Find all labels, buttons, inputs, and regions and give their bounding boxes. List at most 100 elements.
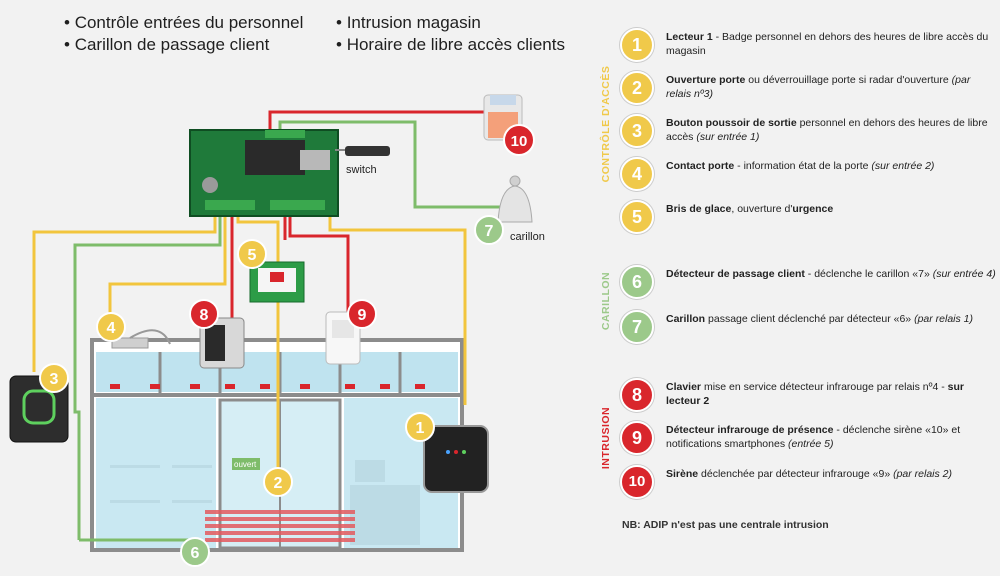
controller-board	[189, 129, 339, 217]
legend-bold: Clavier	[666, 381, 702, 393]
legend-plain: passage client déclenché par détecteur «…	[705, 313, 915, 325]
door-radar-beams	[205, 510, 355, 542]
legend-plain: - information état de la porte	[734, 160, 872, 172]
svg-text:10: 10	[511, 133, 528, 150]
legend-italic: (sur entrée 2)	[871, 160, 935, 172]
badge-5: 5	[237, 239, 267, 269]
legend-italic: (sur entrée 4)	[932, 268, 996, 280]
badge-reader-1	[423, 425, 489, 493]
section-intrusion-label: INTRUSION	[600, 406, 612, 470]
diagram-badges: 1 2 3 4 5 6 7 8 9 10	[39, 124, 535, 567]
badge-6: 6	[180, 537, 210, 567]
legend-number: 2	[620, 71, 654, 105]
svg-text:1: 1	[416, 420, 425, 437]
bullets-right: Intrusion magasin Horaire de libre accès…	[336, 12, 565, 56]
svg-text:4: 4	[107, 320, 116, 337]
legend-plain: - déclenche le carillon «7»	[804, 268, 933, 280]
legend-description: Détecteur de passage client - déclenche …	[666, 267, 996, 281]
bullet-item: Intrusion magasin	[336, 12, 565, 34]
legend-item-4: 4 Contact porte - information état de la …	[620, 157, 995, 197]
badge-2: 2	[263, 467, 293, 497]
legend-description: Sirène déclenchée par détecteur infrarou…	[666, 467, 996, 481]
legend-number: 1	[620, 28, 654, 62]
legend-description: Clavier mise en service détecteur infrar…	[666, 380, 996, 408]
legend-item-2: 2 Ouverture porte ou déverrouillage porte…	[620, 71, 995, 111]
legend-item-10: 10 Sirène déclenchée par détecteur infrar…	[620, 465, 995, 505]
svg-text:9: 9	[358, 307, 367, 324]
legend-item-8: 8 Clavier mise en service détecteur infra…	[620, 378, 995, 418]
badge-10: 10	[503, 124, 535, 156]
bullet-item: Horaire de libre accès clients	[336, 34, 565, 56]
legend-number: 5	[620, 200, 654, 234]
switch-label: switch	[346, 164, 377, 176]
legend-description: Contact porte - information état de la p…	[666, 159, 996, 173]
legend-bold-extra: urgence	[792, 203, 834, 215]
svg-text:3: 3	[50, 371, 59, 388]
legend-description: Ouverture porte ou déverrouillage porte …	[666, 73, 996, 101]
legend-item-5: 5 Bris de glace, ouverture d'urgence	[620, 200, 995, 240]
legend-description: Détecteur infrarouge de présence - décle…	[666, 423, 996, 451]
badge-4: 4	[96, 312, 126, 342]
note: NB: ADIP n'est pas une centrale intrusio…	[622, 519, 829, 531]
legend-description: Bouton poussoir de sortie personnel en d…	[666, 116, 996, 144]
legend-bold: Bouton poussoir de sortie	[666, 117, 797, 129]
break-glass-device	[249, 261, 305, 303]
legend-bold: Contact porte	[666, 160, 735, 172]
badge-9: 9	[347, 299, 377, 329]
legend-item-6: 6 Détecteur de passage client - déclenche…	[620, 265, 996, 305]
legend-description: Carillon passage client déclenché par dé…	[666, 312, 996, 326]
legend-number: 3	[620, 114, 654, 148]
legend-item-3: 3 Bouton poussoir de sortie personnel en …	[620, 114, 995, 154]
legend-number: 10	[620, 465, 654, 499]
legend-italic: (par relais 2)	[893, 468, 953, 480]
legend-bold: Détecteur de passage client	[666, 268, 805, 280]
legend-item-1: 1 Lecteur 1 - Badge personnel en dehors d…	[620, 28, 995, 68]
bullet-item: Carillon de passage client	[64, 34, 303, 56]
bullets-left: Contrôle entrées du personnel Carillon d…	[64, 12, 304, 56]
svg-text:2: 2	[274, 475, 283, 492]
legend-item-9: 9 Détecteur infrarouge de présence - décl…	[620, 421, 995, 461]
legend-bold: Carillon	[666, 313, 706, 325]
door-contact-device	[111, 329, 171, 349]
legend-italic: (sur entrée 1)	[696, 131, 760, 143]
chime-bell	[497, 175, 533, 223]
legend-bold: Bris de glace	[666, 203, 732, 215]
legend-plain: - Badge personnel en dehors des heures d…	[666, 31, 989, 57]
svg-text:6: 6	[191, 545, 200, 562]
legend-plain: mise en service détecteur infrarouge par…	[701, 381, 948, 393]
legend-number: 6	[620, 265, 654, 299]
bullet-item: Contrôle entrées du personnel	[64, 12, 304, 34]
badge-1: 1	[405, 412, 435, 442]
legend-bold: Lecteur 1	[666, 31, 713, 43]
svg-text:8: 8	[200, 307, 209, 324]
chime-label: carillon	[510, 231, 545, 243]
door-sign-label: ouvert	[234, 460, 257, 469]
legend-italic: (par relais nº3)	[666, 74, 971, 100]
legend-plain: - déclenche sirène «10» et notifications…	[666, 424, 961, 450]
section-access-label: CONTRÔLE D'ACCÈS	[600, 65, 612, 183]
svg-text:7: 7	[485, 223, 494, 240]
badge-3: 3	[39, 363, 69, 393]
legend-bold: Détecteur infrarouge de présence	[666, 424, 834, 436]
pir-detector	[325, 311, 361, 365]
legend-italic: (par relais 1)	[914, 313, 974, 325]
legend-plain: personnel en dehors des heures de libre …	[666, 117, 988, 143]
legend-bold: Ouverture porte	[666, 74, 746, 86]
legend-number: 4	[620, 157, 654, 191]
section-chime-label: CARILLON	[600, 271, 612, 331]
legend-number: 9	[620, 421, 654, 455]
legend-italic: (entrée 5)	[787, 438, 834, 450]
legend-bold: Sirène	[666, 468, 699, 480]
badge-7: 7	[474, 215, 504, 245]
legend-item-7: 7 Carillon passage client déclenché par d…	[620, 310, 995, 350]
network-switch	[335, 146, 390, 156]
legend-description: Lecteur 1 - Badge personnel en dehors de…	[666, 30, 996, 58]
legend-plain: déclenchée par détecteur infrarouge «9»	[698, 468, 894, 480]
legend-description: Bris de glace, ouverture d'urgence	[666, 202, 996, 216]
keypad-device	[199, 317, 245, 369]
legend-plain: ou déverrouillage porte si radar d'ouver…	[745, 74, 952, 86]
legend-number: 8	[620, 378, 654, 412]
legend-number: 7	[620, 310, 654, 344]
legend-plain: , ouverture d'	[731, 203, 793, 215]
